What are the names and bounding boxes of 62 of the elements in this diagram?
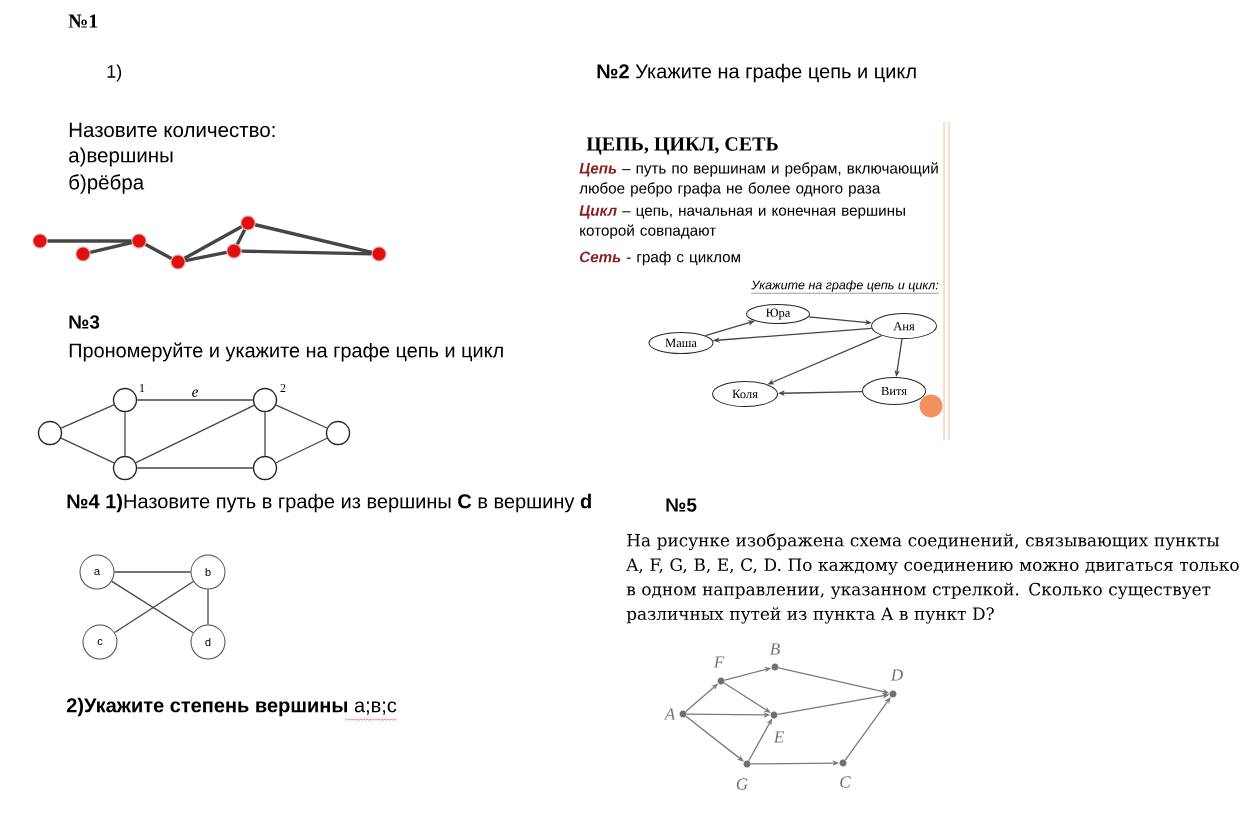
graph-vertex xyxy=(252,387,278,413)
connector xyxy=(136,467,254,469)
graph-vertex xyxy=(112,455,138,481)
connector xyxy=(183,225,243,260)
problem-text: На рисунке изображена схема соединений, связывающих пункты A, F, G, B, E, C, D. По каждому соединению можно двигаться только в одном направлении, указанном стрелкой. Сколько существует различных путей из пункта A в пункт D? xyxy=(626,533,1239,624)
task-text: а)вершины xyxy=(69,147,173,167)
vertex-label: G xyxy=(736,778,748,790)
task-text: 2)Укажите степень вершины а;в;с xyxy=(66,697,397,717)
connector xyxy=(89,241,133,254)
section-number: №1 xyxy=(68,14,98,28)
task-text: Назовите количество: xyxy=(69,122,275,138)
connector xyxy=(60,437,115,464)
connector xyxy=(144,243,173,260)
connector xyxy=(264,411,266,457)
edge-label: e xyxy=(190,388,200,398)
connector xyxy=(136,399,254,401)
task-text: №4 1)Назовите путь в графе из вершины C в вершину d xyxy=(67,493,591,513)
connector xyxy=(844,697,891,761)
definition-text: Сеть - граф с циклом xyxy=(579,251,740,266)
connector xyxy=(235,228,247,246)
graph-vertex xyxy=(112,387,138,413)
connector xyxy=(241,249,372,256)
definition-text: Цепь – путь по вершинам и ребрам, включающий любое ребро графа не более одного раза xyxy=(579,162,938,197)
connector xyxy=(894,338,903,377)
item-number: 1) xyxy=(107,64,122,82)
vertex-label: E xyxy=(773,731,784,743)
connector xyxy=(47,239,132,243)
vertex-label: 1 xyxy=(140,384,145,392)
section-number: №3 xyxy=(69,315,100,329)
connector xyxy=(207,588,209,626)
connector xyxy=(723,682,771,713)
connector xyxy=(60,404,115,429)
connector xyxy=(135,404,255,464)
graph-vertex xyxy=(170,254,186,270)
graph-vertex xyxy=(371,246,387,262)
vertex-label: D xyxy=(890,669,903,681)
vertex-label: A xyxy=(663,708,676,720)
graph-vertex xyxy=(75,246,91,262)
connector xyxy=(254,223,373,254)
task-text: б)рёбра xyxy=(69,174,145,194)
connector xyxy=(113,571,192,573)
graph-vertex xyxy=(252,455,278,481)
connector xyxy=(275,404,328,429)
connector xyxy=(124,411,126,457)
task-text: Прономеруйте и укажите на графе цепь и цикл xyxy=(69,342,503,362)
graph-vertex xyxy=(226,243,242,259)
vertex-label: 2 xyxy=(280,384,286,392)
connector xyxy=(275,437,328,464)
graph-vertex xyxy=(240,215,256,231)
definition-text: Цикл – цепь, начальная и конечная вершины которой совпадают xyxy=(579,205,905,239)
graph-vertex xyxy=(37,420,63,446)
connector xyxy=(185,250,227,263)
section-number: №5 xyxy=(666,498,697,512)
graph-vertex xyxy=(32,233,48,249)
task-text: №2 Укажите на графе цепь и цикл xyxy=(597,63,916,83)
graph-vertex xyxy=(325,420,351,446)
vertex-label: F xyxy=(713,656,725,668)
vertex-label: B xyxy=(769,643,780,655)
instruction-text: Укажите на графе цепь и цикл: xyxy=(751,280,939,294)
graph-vertex xyxy=(131,233,147,249)
vertex-label: C xyxy=(840,776,851,788)
slide-heading: ЦЕПЬ, ЦИКЛ, СЕТЬ xyxy=(586,137,778,155)
